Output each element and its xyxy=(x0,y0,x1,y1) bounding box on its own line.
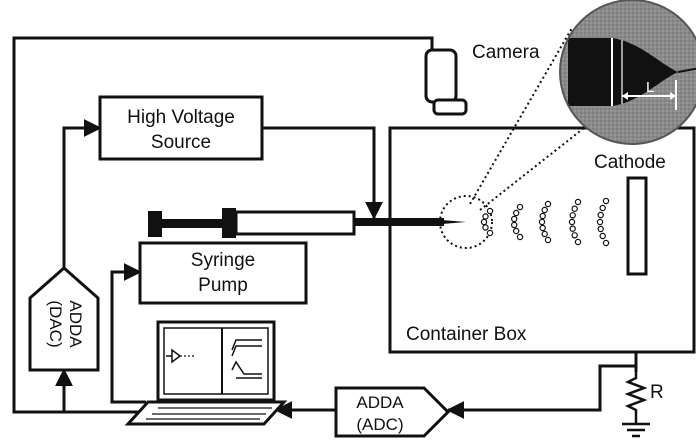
length-label: L xyxy=(646,79,654,96)
droplet xyxy=(541,230,548,238)
droplet xyxy=(544,200,552,208)
droplet xyxy=(513,209,520,217)
syringe xyxy=(148,208,444,238)
needle-tip-region xyxy=(439,195,493,249)
spray-droplets xyxy=(480,197,610,247)
camera-icon xyxy=(424,48,468,116)
dac-label-line1: ADDA xyxy=(66,300,85,348)
syringe-label-line1: Syringe xyxy=(191,250,255,271)
droplet xyxy=(574,198,582,206)
droplet xyxy=(569,212,576,219)
dac-label-line2: (DAC) xyxy=(46,300,65,347)
cathode-label: Cathode xyxy=(594,152,666,173)
droplet xyxy=(511,215,518,223)
droplet xyxy=(571,232,578,239)
camera-label: Camera xyxy=(472,42,540,63)
outer-loop-wire xyxy=(12,36,434,414)
cathode-electrode xyxy=(626,176,648,276)
hv-label-line1: High Voltage xyxy=(127,107,235,128)
droplet xyxy=(597,211,604,219)
resistor-symbol xyxy=(624,372,648,424)
dac-to-hv-wire xyxy=(62,119,102,268)
droplet xyxy=(539,212,546,220)
droplet xyxy=(482,213,489,220)
droplet xyxy=(568,218,576,226)
laptop-to-pump-wire xyxy=(110,263,146,404)
zoom-line-upper xyxy=(469,27,573,205)
ground-icon xyxy=(622,422,650,438)
adda-dac-box xyxy=(28,265,100,372)
syringe-label-line2: Pump xyxy=(198,275,248,296)
droplet xyxy=(544,236,552,244)
droplet xyxy=(513,227,520,235)
hv-label-line2: Source xyxy=(151,132,211,153)
droplet xyxy=(571,205,578,212)
droplet xyxy=(569,225,576,232)
droplet xyxy=(516,233,524,241)
droplet xyxy=(596,218,604,226)
droplet xyxy=(602,239,610,247)
droplet xyxy=(480,218,488,226)
resistor-label: R xyxy=(650,382,664,403)
droplet xyxy=(511,221,518,229)
droplet xyxy=(538,218,546,226)
droplet xyxy=(602,197,610,205)
adc-label-line1: ADDA xyxy=(356,393,404,412)
hv-source-box xyxy=(98,95,264,161)
adc-label-line2: (ADC) xyxy=(356,415,403,434)
zoom-line-lower xyxy=(479,127,585,211)
droplet xyxy=(516,203,524,211)
droplet xyxy=(539,224,546,232)
taylor-cone xyxy=(442,220,466,224)
laptop-icon xyxy=(124,320,288,426)
droplet xyxy=(599,232,606,240)
adda-adc-box xyxy=(334,386,451,438)
droplet xyxy=(597,225,604,233)
resistor-to-adc-wire xyxy=(446,364,636,419)
hv-to-needle-wire xyxy=(262,126,383,220)
container-label: Container Box xyxy=(406,324,527,345)
droplet xyxy=(482,224,489,231)
zoom-inset: L xyxy=(559,0,696,145)
droplet xyxy=(486,207,494,215)
syringe-pump-box xyxy=(138,241,308,305)
droplet xyxy=(541,206,548,214)
droplet xyxy=(574,238,582,246)
droplet xyxy=(486,229,494,237)
droplet xyxy=(599,204,606,212)
